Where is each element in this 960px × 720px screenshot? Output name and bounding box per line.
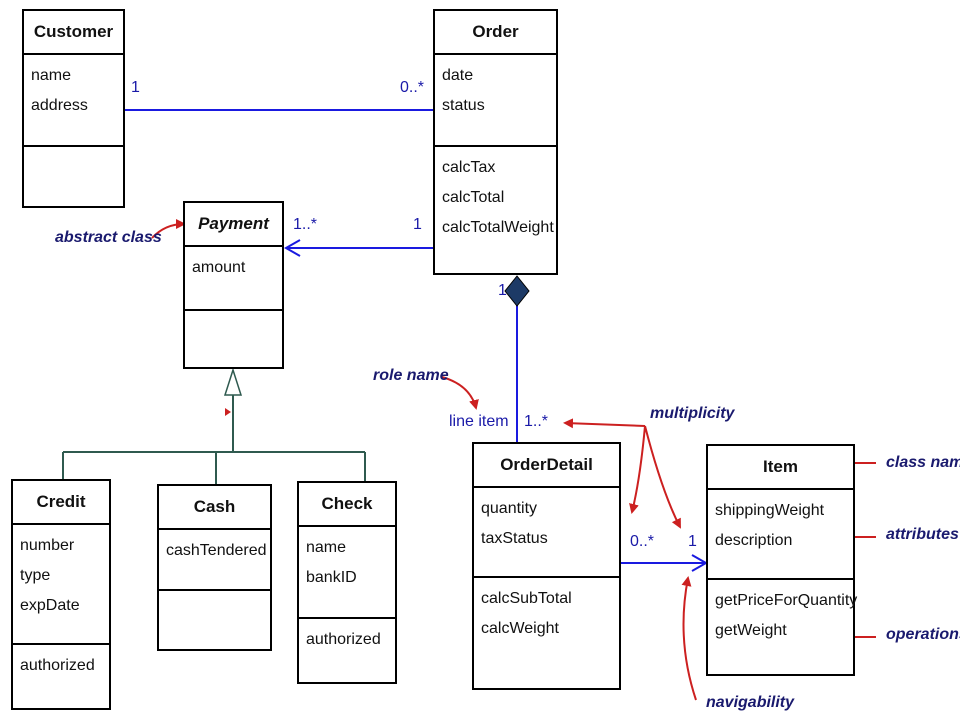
class-cash-operations — [159, 591, 270, 603]
operation: getPriceForQuantity — [715, 592, 858, 609]
multiplicity-label: 1 — [413, 216, 422, 233]
multiplicity-label: 1 — [688, 533, 697, 550]
annotation-navigability: navigability — [706, 694, 795, 711]
class-order: Order date status calcTax calcTotal calc… — [433, 9, 558, 275]
operation: calcWeight — [481, 620, 559, 637]
class-check: Check name bankID authorized — [297, 481, 397, 684]
multiplicity-label: 0..* — [630, 533, 655, 550]
class-orderdetail: OrderDetail quantity taxStatus calcSubTo… — [472, 442, 621, 690]
operation: authorized — [306, 631, 381, 648]
multiplicity-label: 1 — [498, 282, 507, 299]
class-customer-attributes: name address — [24, 55, 123, 147]
class-orderdetail-name: OrderDetail — [474, 444, 619, 488]
class-customer: Customer name address — [22, 9, 125, 208]
operation: calcTotal — [442, 189, 505, 206]
class-orderdetail-attributes: quantity taxStatus — [474, 488, 619, 578]
class-check-operations: authorized — [299, 619, 395, 661]
class-customer-operations — [24, 147, 123, 159]
class-item-operations: getPriceForQuantity getWeight — [708, 580, 858, 652]
class-cash: Cash cashTendered — [157, 484, 272, 651]
navigability-pointer — [681, 576, 697, 701]
multiplicity-pointer-1 — [563, 418, 646, 429]
multiplicity-label: 1 — [131, 79, 140, 96]
attribute: taxStatus — [481, 530, 548, 547]
attribute: shippingWeight — [715, 502, 825, 519]
class-order-attributes: date status — [435, 55, 556, 147]
class-order-operations: calcTax calcTotal calcTotalWeight — [435, 147, 556, 249]
class-payment-operations — [185, 311, 282, 323]
class-check-attributes: name bankID — [299, 527, 395, 619]
attribute: description — [715, 532, 793, 549]
role-name-pointer — [441, 376, 479, 410]
operation: calcTotalWeight — [442, 219, 554, 236]
class-order-name: Order — [435, 11, 556, 55]
class-orderdetail-operations: calcSubTotal calcWeight — [474, 578, 619, 650]
class-credit-name: Credit — [13, 481, 109, 525]
multiplicity-pointer-2 — [629, 425, 646, 514]
class-payment-attributes: amount — [185, 247, 282, 311]
attribute: status — [442, 97, 485, 114]
operation: getWeight — [715, 622, 787, 639]
class-credit-attributes: number type expDate — [13, 525, 109, 645]
aggregation-diamond — [504, 275, 530, 307]
attribute: name — [31, 67, 72, 84]
annotation-attributes: attributes — [886, 526, 959, 543]
small-red-marker — [225, 408, 231, 416]
multiplicity-label: 1..* — [524, 413, 549, 430]
class-item: Item shippingWeight description getPrice… — [706, 444, 858, 676]
annotation-class-name: class name — [886, 454, 960, 471]
class-customer-name: Customer — [24, 11, 123, 55]
multiplicity-label: 0..* — [400, 79, 425, 96]
annotation-operations: operations — [886, 626, 960, 643]
operation: calcSubTotal — [481, 590, 572, 607]
operation: authorized — [20, 657, 95, 674]
attribute: date — [442, 67, 474, 84]
multiplicity-pointer-3 — [644, 425, 681, 529]
attribute: quantity — [481, 500, 538, 517]
operation: calcTax — [442, 159, 496, 176]
class-credit: Credit number type expDate authorized — [11, 479, 111, 710]
multiplicity-label: 1..* — [293, 216, 318, 233]
attribute: name — [306, 539, 347, 556]
annotation-multiplicity: multiplicity — [650, 405, 735, 422]
attribute: cashTendered — [166, 542, 267, 559]
attribute: address — [31, 97, 88, 114]
annotation-role-name: role name — [373, 367, 449, 384]
role-name-label: line item — [449, 413, 509, 430]
annotation-abstract-class: abstract class — [55, 229, 162, 246]
class-payment-name: Payment — [185, 203, 282, 247]
order-payment-open-arrowhead — [283, 239, 301, 257]
class-payment: Payment amount — [183, 201, 284, 369]
attribute: amount — [192, 259, 246, 276]
class-item-name: Item — [708, 446, 853, 490]
class-cash-attributes: cashTendered — [159, 530, 270, 591]
attribute: number — [20, 537, 75, 554]
class-cash-name: Cash — [159, 486, 270, 530]
class-item-attributes: shippingWeight description — [708, 490, 853, 580]
class-credit-operations: authorized — [13, 645, 109, 687]
generalization-triangle — [223, 367, 243, 396]
attribute: expDate — [20, 597, 80, 614]
abstract-class-pointer — [151, 219, 186, 239]
attribute: type — [20, 567, 51, 584]
class-check-name: Check — [299, 483, 395, 527]
attribute: bankID — [306, 569, 357, 586]
